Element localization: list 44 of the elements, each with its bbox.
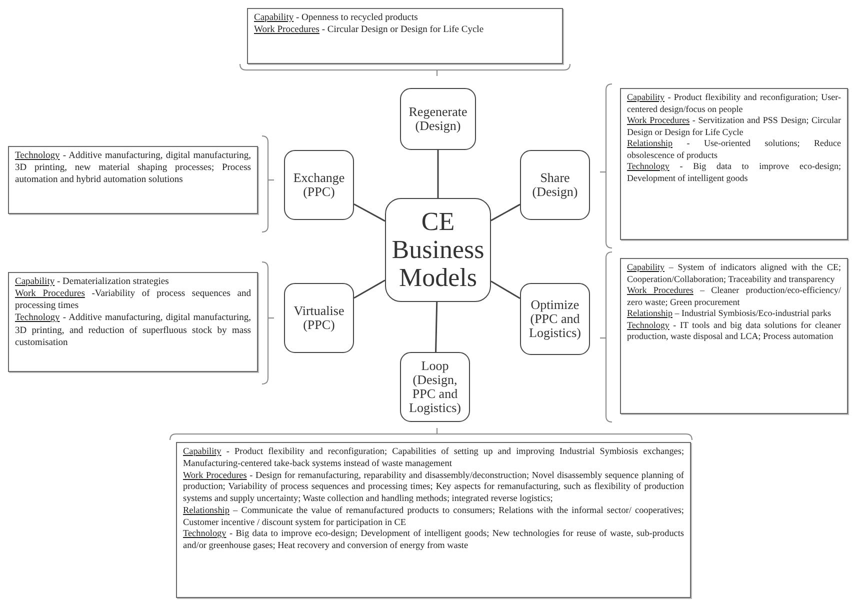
category-box xyxy=(284,150,354,220)
connector-line xyxy=(490,280,520,299)
description-text: Work Procedures - Circular Design or Design for Life Cycle xyxy=(254,24,485,36)
connector-line xyxy=(490,204,520,222)
description-box xyxy=(620,258,848,414)
connector-line xyxy=(354,203,386,222)
description-box xyxy=(8,272,258,372)
connector-line xyxy=(437,150,439,198)
description-text: Technology - Big data to improve eco-design; Development of intelligent goods xyxy=(627,161,841,184)
description-text: Technology - Additive manufacturing, digital manufacturing, 3D printing, and reduction of superfluous stock by mass customisation xyxy=(15,312,251,349)
connector-line xyxy=(354,280,386,299)
description-text: Work Procedures - Design for remanufacturing, reparability and disassembly/deconstruction; Novel disassembly sequence planning of production; Variability of process sequences and processing times; Key aspects for remanufacturing, such as flexibility of production systems and supply uncertainty; Waste collection and handling methods; integrated reverse logistics; xyxy=(183,470,684,505)
box-label: Virtualise (PPC) xyxy=(292,304,346,332)
description-text: Technology - IT tools and big data solutions for cleaner production, waste disposal and LCA; Process automation xyxy=(627,320,841,343)
description-text: Work Procedures -Variability of process sequences and processing times xyxy=(15,288,251,312)
description-text: Work Procedures – Cleaner production/eco-efficiency/ zero waste; Green procurement xyxy=(627,285,841,308)
box-label: Optimize (PPC and Logistics) xyxy=(528,298,582,340)
description-text: Technology - Big data to improve eco-design; Development of intelligent goods; New technologies for reuse of waste, sub-products and/or greenhouse gases; Heat recovery and conversion of energy from waste xyxy=(183,528,684,552)
central-box xyxy=(385,198,491,302)
box-label: Regenerate (Design) xyxy=(408,104,468,134)
category-box xyxy=(400,88,476,150)
category-box xyxy=(520,283,590,355)
description-text: Technology - Additive manufacturing, digital manufacturing, 3D printing, new material shaping processes; Process automation and hybrid automation solutions xyxy=(15,150,251,186)
category-box xyxy=(400,352,470,422)
description-box xyxy=(8,146,258,214)
connector-line xyxy=(435,302,438,352)
description-box xyxy=(247,8,563,64)
box-label: Loop (Design, PPC and Logistics) xyxy=(408,358,462,416)
description-box xyxy=(620,88,848,240)
description-text: Relationship – Industrial Symbiosis/Eco-industrial parks xyxy=(627,308,832,320)
description-text: Work Procedures - Servitization and PSS Design; Circular Design or Design for Life Cycle xyxy=(627,115,841,138)
description-text: Capability - Product flexibility and reconfiguration; Capabilities of setting up and improving Industrial Symbiosis exchanges; Manufacturing-centered take-back systems instead of waste management xyxy=(183,446,684,470)
box-label: CE Business Models xyxy=(390,208,486,292)
box-label: Share (Design) xyxy=(531,170,579,200)
description-text: Capability - Dematerialization strategies xyxy=(15,276,170,288)
description-text: Capability – System of indicators aligned with the CE; Cooperation/Collaboration; Traceability and transparency xyxy=(627,262,841,286)
description-text: Relationship - Use-oriented solutions; Reduce obsolescence of products xyxy=(627,138,841,162)
description-text: Relationship – Communicate the value of remanufactured products to consumers; Relations with the informal sector/ cooperatives; Customer incentive / discount system for participation in CE xyxy=(183,504,684,528)
category-box xyxy=(520,150,590,220)
description-text: Capability - Product flexibility and reconfiguration; User-centered design/focus on people xyxy=(627,92,841,116)
description-box xyxy=(176,442,691,598)
category-box xyxy=(284,283,354,353)
box-label: Exchange (PPC) xyxy=(292,170,346,200)
description-text: Capability - Openness to recycled products xyxy=(254,12,419,24)
